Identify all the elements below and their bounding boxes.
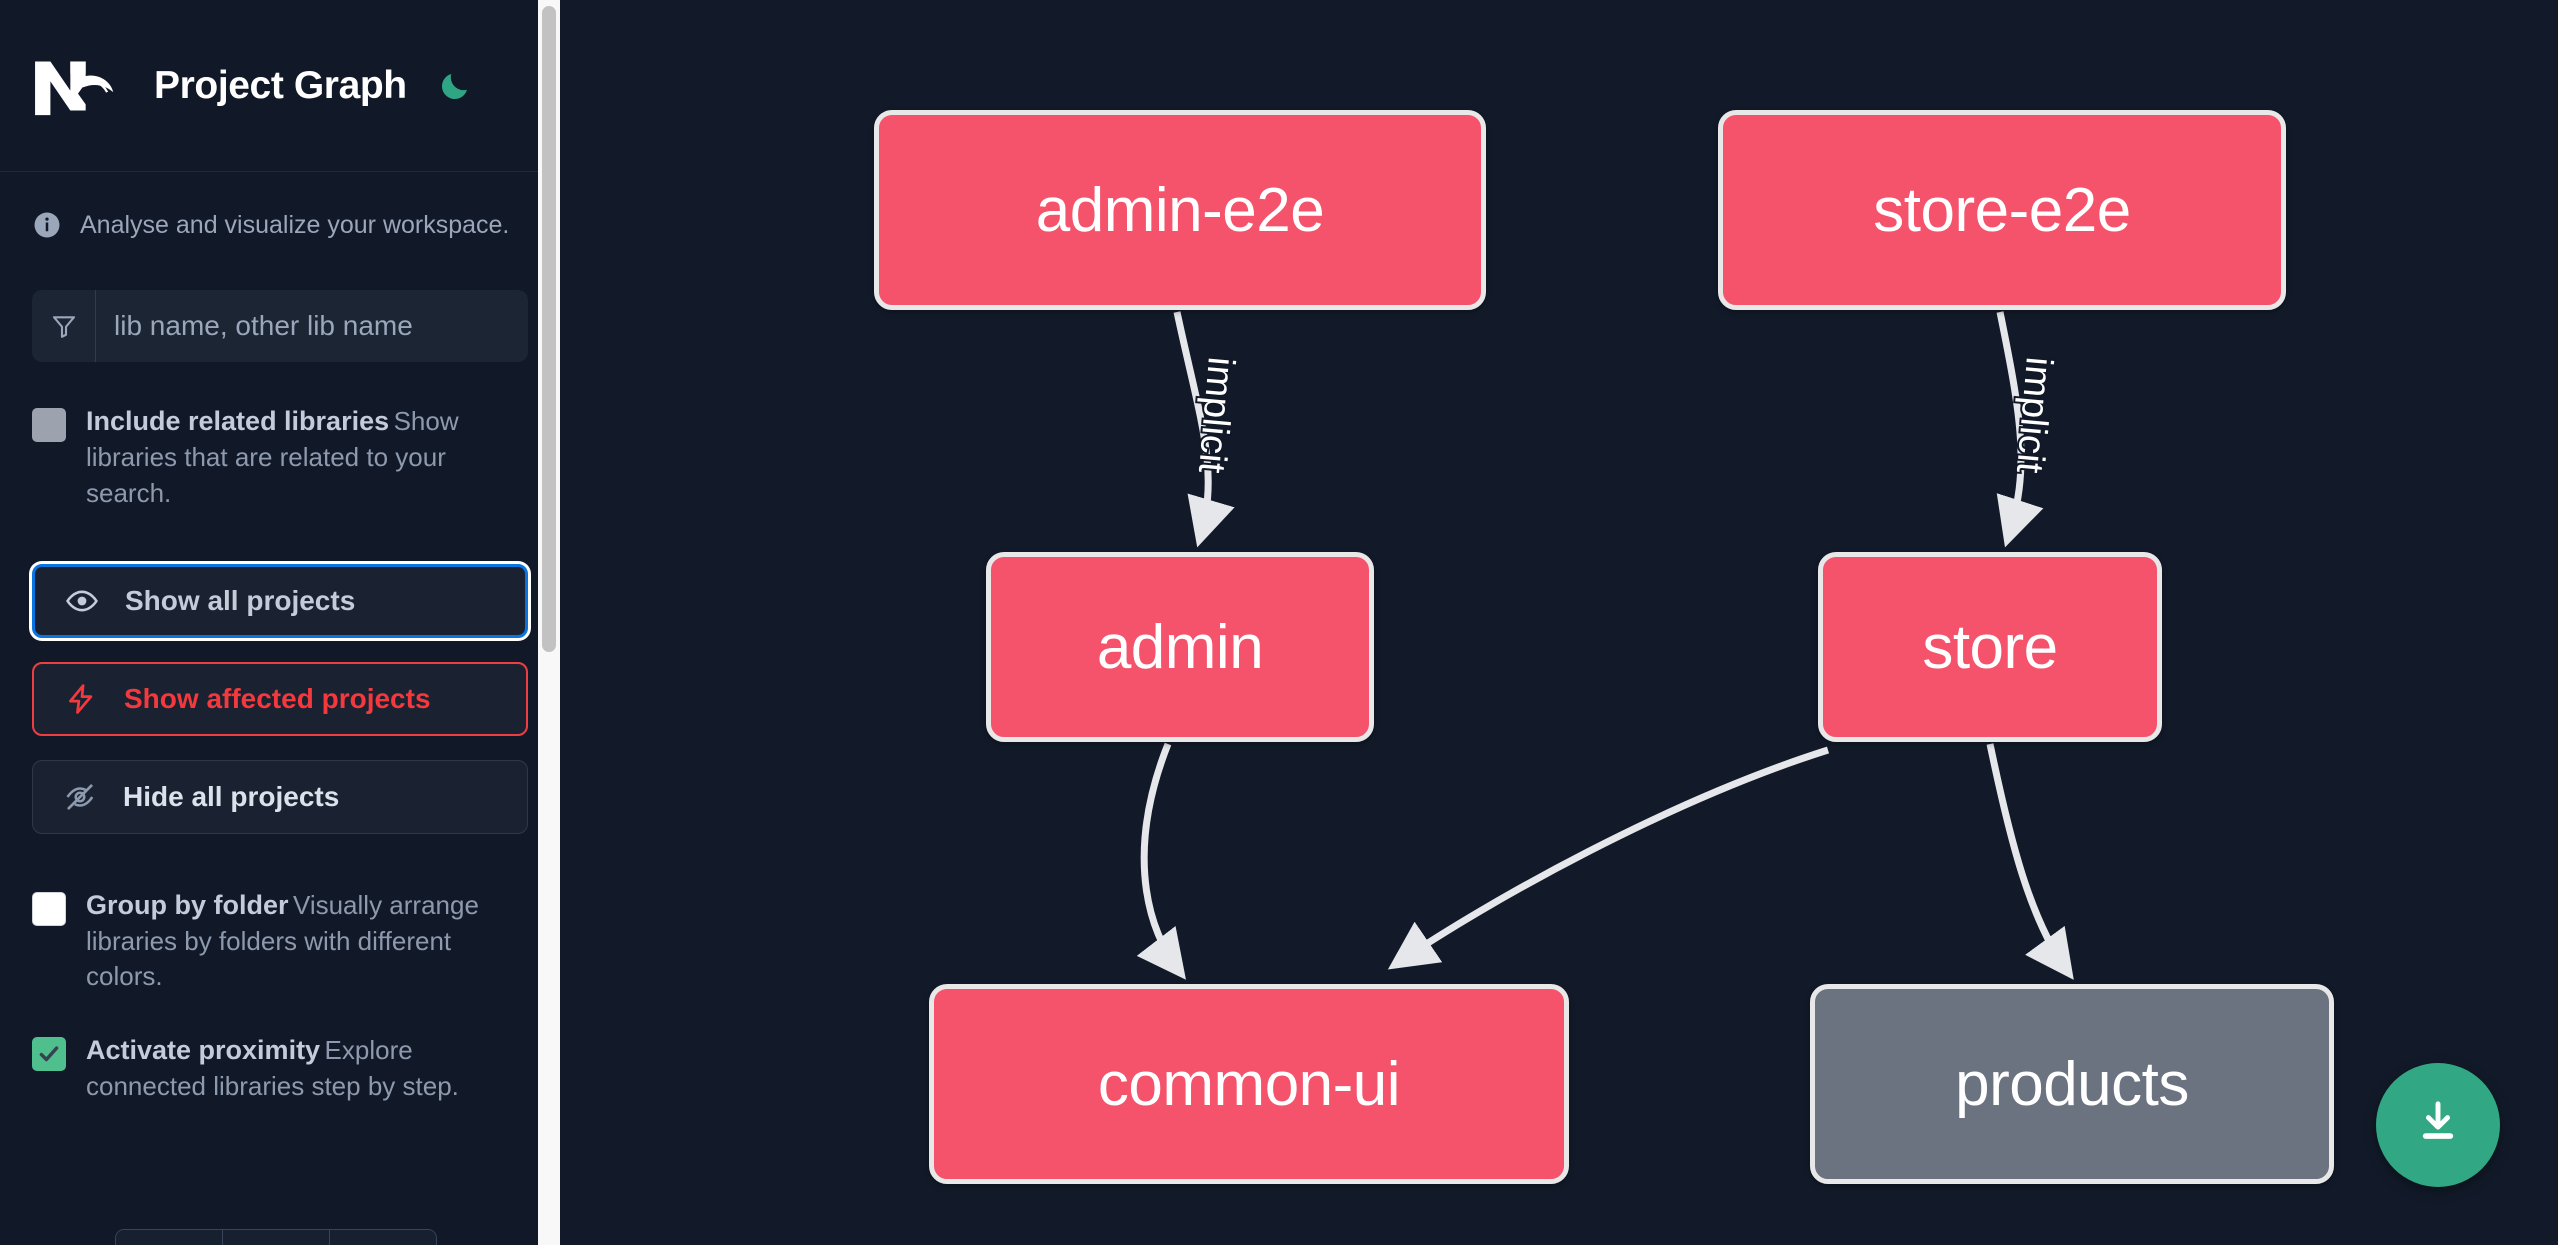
button-label: Hide all projects	[123, 780, 340, 812]
edge-admin-e2e-to-admin	[1173, 311, 1235, 548]
option-label: Activate proximity	[86, 1035, 321, 1066]
node-label: products	[1955, 1049, 2189, 1119]
button-label: Show all projects	[125, 584, 356, 616]
segment-2[interactable]	[223, 1230, 330, 1245]
search-row	[32, 290, 528, 362]
bottom-segmented-control[interactable]	[115, 1229, 437, 1245]
node-label: admin-e2e	[1035, 175, 1325, 245]
edge-admin-to-common-ui	[1136, 742, 1186, 980]
hide-all-projects-button[interactable]: Hide all projects	[32, 759, 528, 834]
option-activate-proximity[interactable]: Activate proximity Explore connected lib…	[32, 1033, 528, 1105]
option-description: Visually arrange libraries by folders wi…	[86, 889, 479, 992]
sidebar: Project Graph Analyse and visualize your…	[0, 0, 560, 1245]
filter-icon	[32, 290, 96, 362]
project-visibility-buttons: Show all projects Show affected projects	[32, 563, 528, 834]
sidebar-header: Project Graph	[0, 0, 560, 172]
info-icon	[32, 210, 62, 240]
checkbox-activate-proximity[interactable]	[32, 1037, 66, 1072]
tagline-row: Analyse and visualize your workspace.	[0, 172, 560, 240]
search-input[interactable]	[96, 290, 528, 362]
download-icon	[2410, 1095, 2466, 1156]
segment-3[interactable]	[330, 1230, 436, 1245]
button-label: Show affected projects	[124, 682, 431, 714]
node-label: store	[1922, 612, 2058, 682]
page-title: Project Graph	[154, 63, 407, 107]
sidebar-scrollbar-thumb[interactable]	[542, 6, 556, 652]
node-label: store-e2e	[1873, 175, 2131, 245]
node-label: admin	[1096, 612, 1264, 682]
show-affected-projects-button[interactable]: Show affected projects	[32, 661, 528, 736]
graph-node-common-ui[interactable]: common-ui	[929, 984, 1569, 1184]
option-description: Show libraries that are related to your …	[86, 406, 459, 508]
option-description: Explore connected libraries step by step…	[86, 1035, 459, 1102]
graph-node-admin[interactable]: admin	[986, 552, 1374, 742]
eye-icon	[63, 582, 101, 620]
graph-node-store-e2e[interactable]: store-e2e	[1718, 110, 2286, 310]
option-label: Group by folder	[86, 889, 289, 920]
edge-store-e2e-to-store	[1996, 311, 2044, 548]
edge-label-implicit-store: implicit	[2008, 355, 2060, 475]
checkbox-group-by-folder[interactable]	[32, 891, 66, 926]
node-label: common-ui	[1097, 1049, 1401, 1119]
graph-node-admin-e2e[interactable]: admin-e2e	[874, 110, 1486, 310]
tagline-text: Analyse and visualize your workspace.	[80, 210, 510, 239]
eye-off-icon	[61, 778, 99, 816]
graph-node-products[interactable]: products	[1810, 984, 2334, 1184]
option-label: Include related libraries	[86, 406, 390, 436]
option-include-related-libraries[interactable]: Include related libraries Show libraries…	[32, 404, 528, 512]
project-graph-canvas[interactable]: implicit implicit admin-e2e store-e2e ad…	[560, 0, 2558, 1245]
lightning-bolt-icon	[62, 680, 100, 718]
edge-store-to-common-ui	[1387, 746, 1830, 970]
download-button[interactable]	[2376, 1063, 2500, 1187]
show-all-projects-button[interactable]: Show all projects	[32, 563, 528, 638]
edge-store-to-products	[1986, 743, 2074, 980]
option-group-by-folder[interactable]: Group by folder Visually arrange librari…	[32, 888, 528, 996]
edge-label-implicit-admin: implicit	[1190, 355, 1242, 475]
segment-1[interactable]	[116, 1230, 223, 1245]
nx-logo-icon	[32, 55, 124, 117]
sidebar-scrollbar[interactable]	[538, 0, 560, 1245]
checkbox-include-related-libraries[interactable]	[32, 408, 66, 442]
moon-icon[interactable]	[435, 66, 475, 106]
graph-node-store[interactable]: store	[1818, 552, 2162, 742]
graph-edges: implicit implicit	[1136, 311, 2074, 980]
